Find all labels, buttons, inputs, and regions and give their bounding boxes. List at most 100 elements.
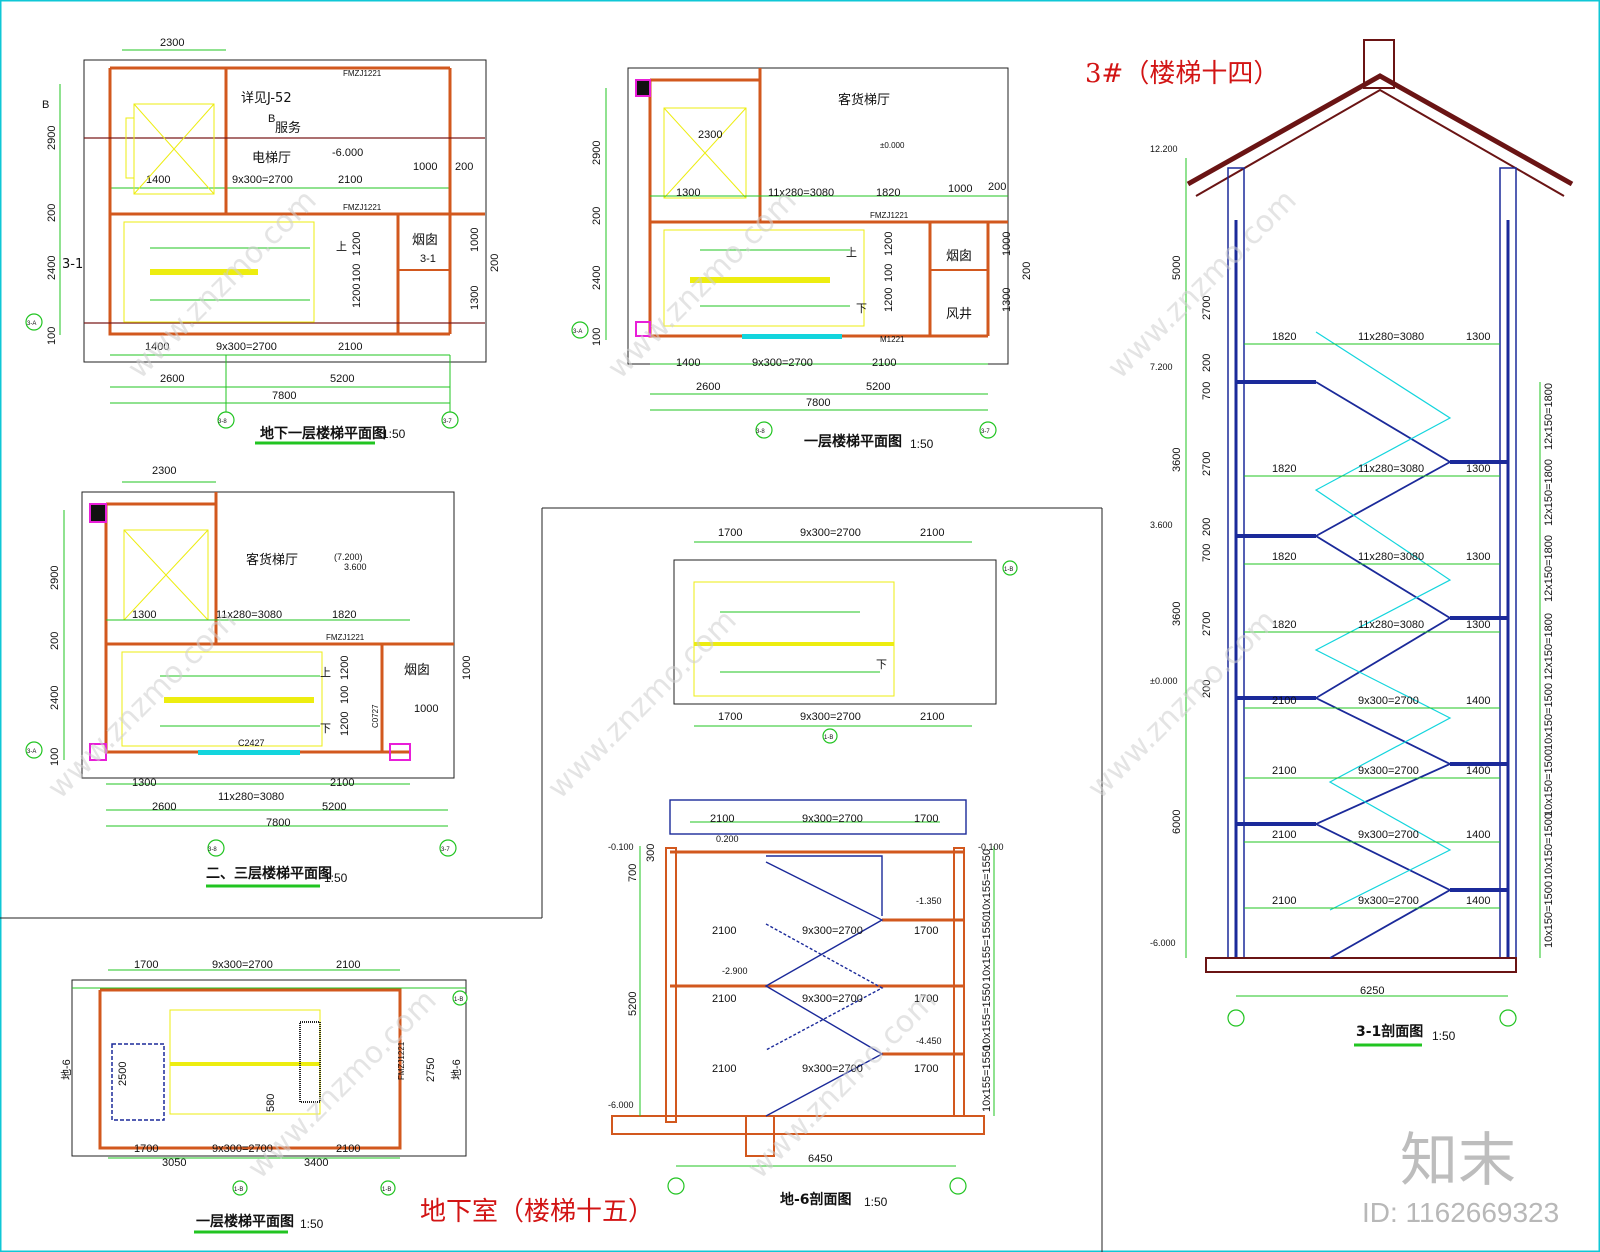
dim: 2100 [872, 357, 896, 369]
dim: 6250 [1360, 985, 1384, 997]
dim: 1000 [413, 161, 437, 173]
dim: 12x150=1800 [1543, 535, 1555, 602]
dim: 100 [351, 264, 363, 282]
window-tag: C2427 [238, 738, 265, 748]
dim: 200 [1201, 354, 1213, 372]
axis-bubble: 3-8 [218, 419, 227, 425]
stair-direction: 下 [856, 303, 867, 315]
plan-floor-2-3: 客货梯厅 (7.200) 3.600 烟囱 FMZJ1221 C0727 C24… [25, 465, 473, 888]
room-label: 客货梯厅 [246, 552, 298, 568]
dim: 700 [1201, 544, 1213, 562]
door-tag: FMZJ1221 [326, 633, 365, 642]
dim: 200 [1021, 262, 1033, 280]
dim: 2900 [46, 126, 58, 150]
door-tag: M1221 [880, 335, 905, 344]
dim: 1200 [883, 232, 895, 256]
axis-bubble: 1-B [454, 997, 463, 1003]
room-label: 烟囱 [946, 249, 972, 264]
dim: 2500 [117, 1062, 129, 1086]
axis-bubble: 1-B [824, 735, 833, 741]
dim: 200 [988, 181, 1006, 193]
dim: 200 [455, 161, 473, 173]
dim: 3400 [304, 1157, 328, 1169]
dim: 2400 [591, 266, 603, 290]
drawing-scale: 1:50 [864, 1195, 888, 1209]
dim: 1300 [1466, 331, 1490, 343]
dim: 100 [883, 264, 895, 282]
axis-bubble: 3-A [573, 329, 582, 335]
dim: 200 [1201, 680, 1213, 698]
dim: 11x280=3080 [1358, 551, 1424, 563]
dim: 9x300=2700 [800, 527, 861, 539]
watermark-id: ID: 1162669323 [1362, 1197, 1559, 1228]
dim: 2700 [1201, 296, 1213, 320]
room-label: 电梯厅 [252, 151, 291, 166]
dim: 200 [489, 254, 501, 272]
dim: 200 [46, 204, 58, 222]
dim: 1300 [132, 609, 156, 621]
axis-bubble: 1-B [382, 1187, 391, 1193]
dim: 2100 [1272, 829, 1296, 841]
section-mark: 3-1 [420, 253, 436, 265]
dim: 200 [591, 207, 603, 225]
dim: 7800 [806, 397, 830, 409]
room-label: 烟囱 [412, 233, 438, 248]
dim: 1400 [145, 341, 169, 353]
dim: 1300 [1466, 463, 1490, 475]
axis-label: B [268, 113, 275, 125]
dim: 2400 [49, 686, 61, 710]
dim: 2750 [425, 1058, 437, 1082]
dim: 580 [265, 1094, 277, 1112]
dim: 10x155=1550 [981, 849, 993, 916]
detail-note: 详见J-52 [241, 91, 292, 106]
room-label: 烟囱 [404, 663, 430, 678]
window-tag: C0727 [371, 704, 380, 728]
dim: 11x280=3080 [216, 609, 282, 621]
dim: 1400 [146, 174, 170, 186]
dim: 1400 [1466, 695, 1490, 707]
level-mark: 0.200 [716, 834, 739, 844]
dim: 9x300=2700 [800, 711, 861, 723]
dim: 2600 [696, 381, 720, 393]
axis-bubble: 1-B [234, 1187, 243, 1193]
door-tag: FMZJ1221 [343, 69, 382, 78]
level-mark: -6.000 [332, 147, 363, 159]
dim: 10x150=1500 [1543, 749, 1555, 816]
level-mark: -6.000 [1150, 938, 1176, 948]
plan-stair-15-floor-1: 1700 9x300=2700 2100 1700 9x300=2700 210… [60, 959, 468, 1234]
dim: 1700 [914, 1063, 938, 1075]
axis-bubble: 3-A [27, 749, 36, 755]
drawing-title: 3-1剖面图 [1356, 1023, 1423, 1040]
dim: 12x150=1800 [1543, 613, 1555, 680]
axis-bubble: 1-B [1004, 567, 1013, 573]
dim: 1300 [676, 187, 700, 199]
dim: 7800 [272, 390, 296, 402]
door-tag: FMZJ1221 [397, 1041, 406, 1080]
dim: 1200 [339, 712, 351, 736]
axis-bubble: 3-7 [443, 419, 452, 425]
dim: 1700 [914, 813, 938, 825]
dim: 1400 [676, 357, 700, 369]
level-mark: ±0.000 [880, 141, 905, 150]
title-stair-15: 地下室（楼梯十五） [420, 1197, 654, 1227]
dim: 12x150=1800 [1543, 383, 1555, 450]
drawing-scale: 1:50 [300, 1217, 324, 1231]
dim: 9x300=2700 [802, 925, 863, 937]
dim: 2100 [712, 1063, 736, 1075]
dim: 1000 [1001, 232, 1013, 256]
dim: 9x300=2700 [802, 993, 863, 1005]
dim: 1300 [469, 286, 481, 310]
dim: 1400 [1466, 829, 1490, 841]
dim: 300 [645, 844, 657, 862]
title-stair-14: 3#（楼梯十四） [1085, 59, 1279, 89]
dim: 1200 [883, 288, 895, 312]
dim: 2100 [1272, 895, 1296, 907]
dim: 2100 [920, 527, 944, 539]
dim: 700 [1201, 382, 1213, 400]
dim: 9x300=2700 [212, 959, 273, 971]
drawing-scale: 1:50 [910, 437, 934, 451]
dim: 9x300=2700 [1358, 895, 1419, 907]
dim: 1300 [1466, 619, 1490, 631]
level-mark: (7.200) [334, 552, 363, 562]
section-mark: 地-6 [450, 1059, 463, 1080]
